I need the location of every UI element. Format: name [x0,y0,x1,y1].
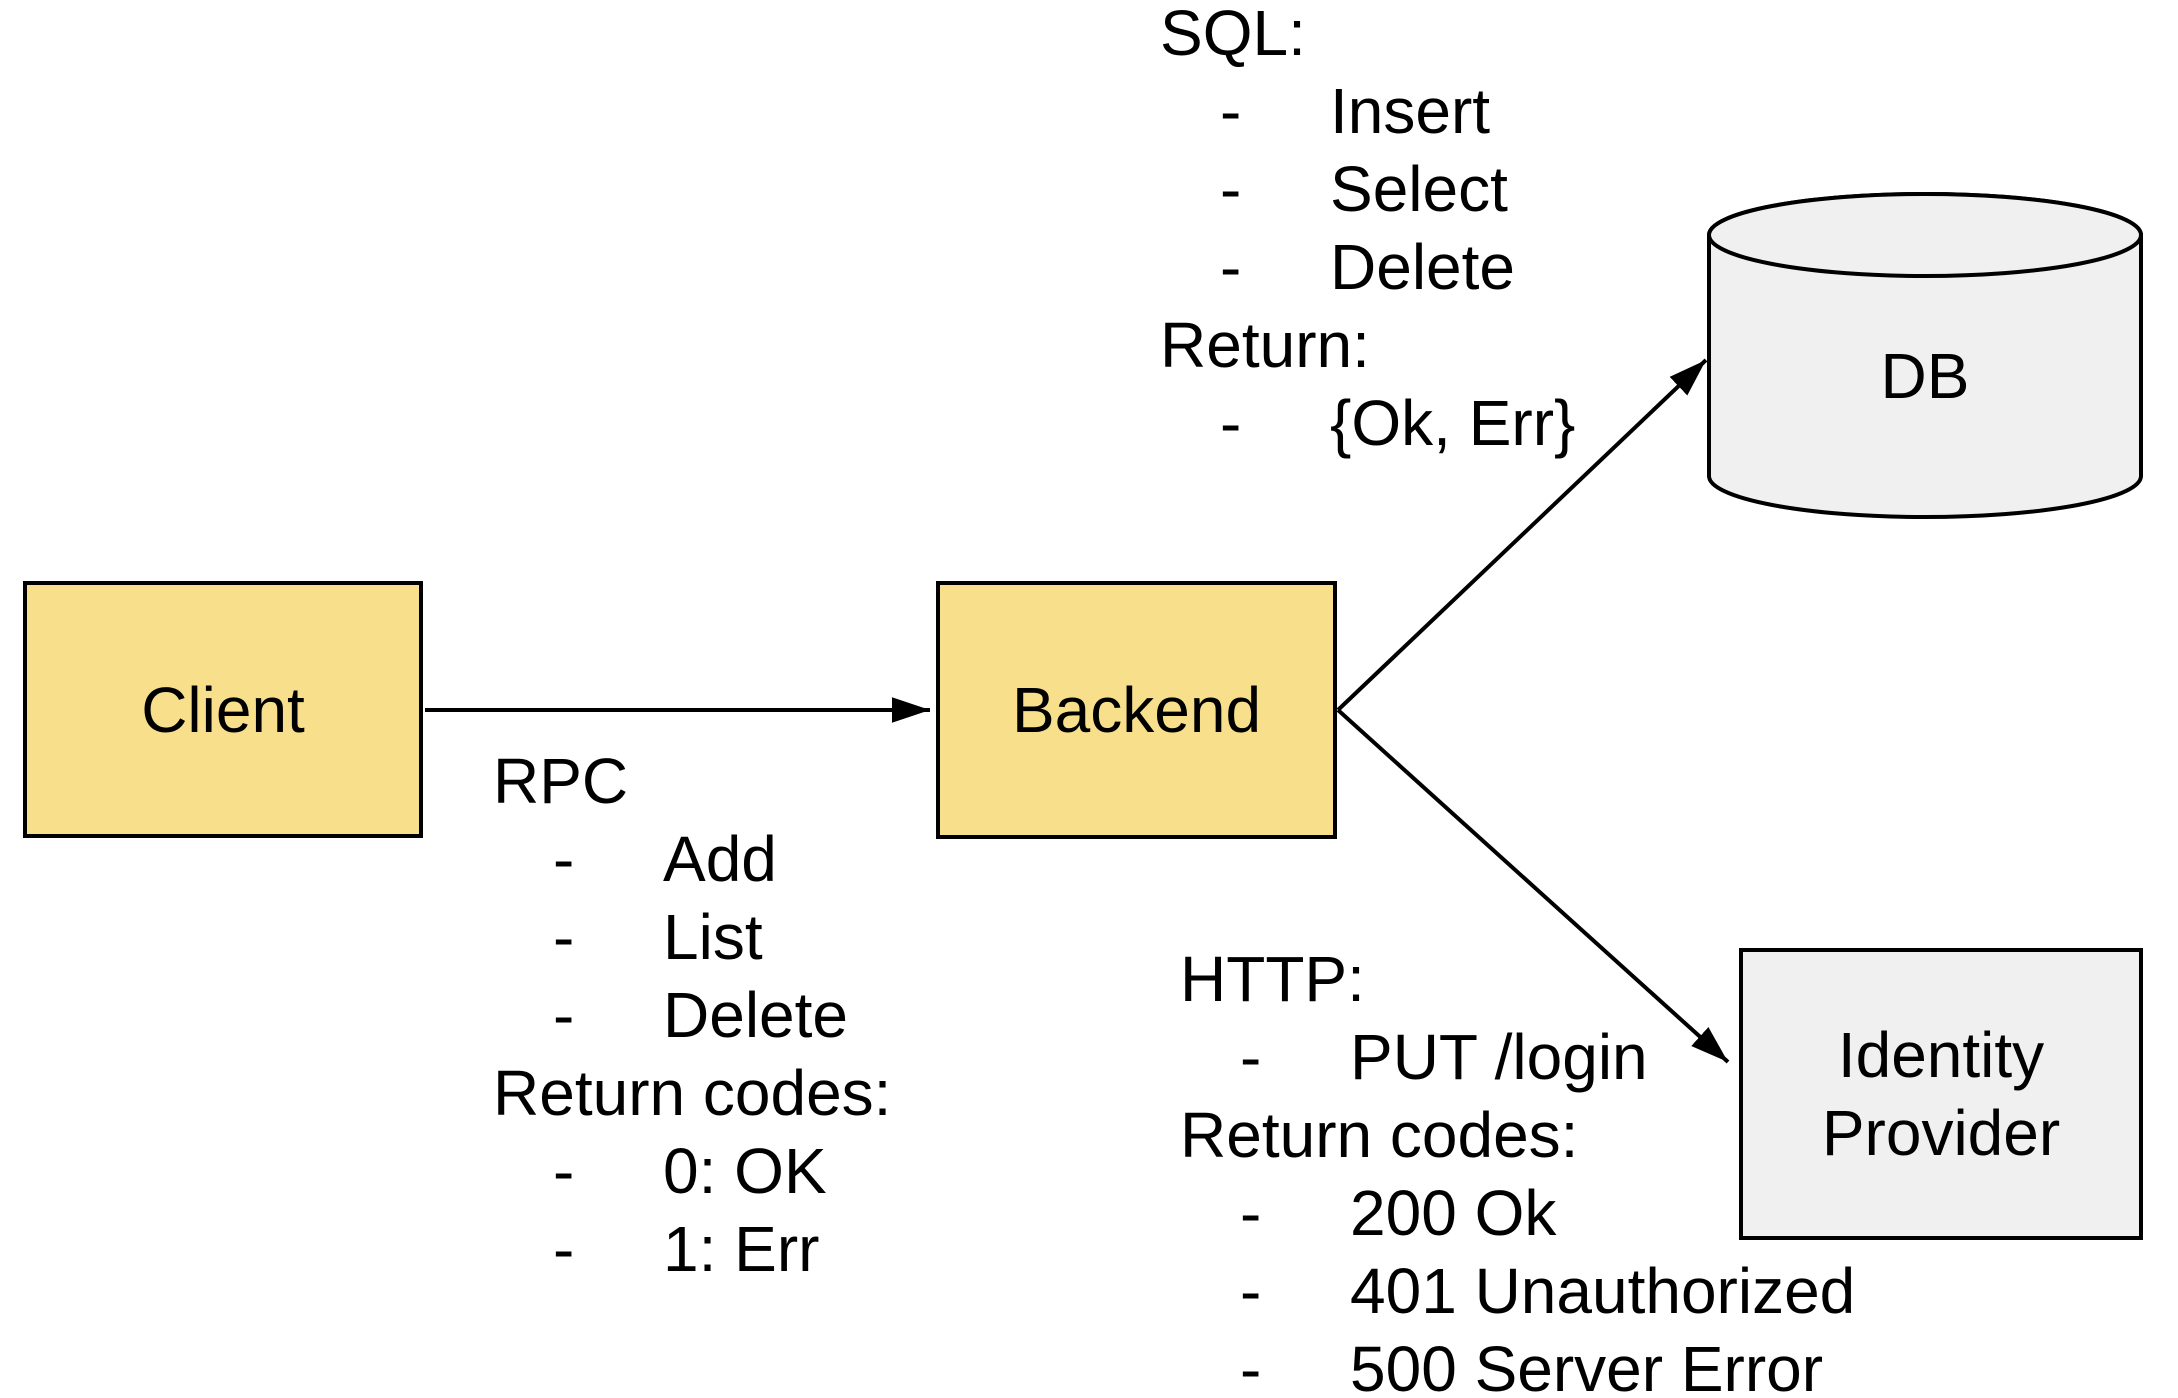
node-client-label: Client [141,673,305,746]
idp-label-line2: Provider [1821,1097,2061,1169]
node-backend: Backend [936,581,1337,839]
node-identity-provider-label: Identity Provider [1822,1016,2060,1172]
db-cylinder [1707,192,2143,519]
node-identity-provider: Identity Provider [1739,948,2143,1240]
idp-label-line1: Identity [1837,1019,2045,1091]
arrow-backend-to-idp [1336,708,1730,1064]
arrow-backend-to-db [1336,358,1708,712]
node-db-label: DB [1880,340,1970,412]
node-backend-label: Backend [1011,674,1262,746]
node-client: Client [23,581,423,838]
